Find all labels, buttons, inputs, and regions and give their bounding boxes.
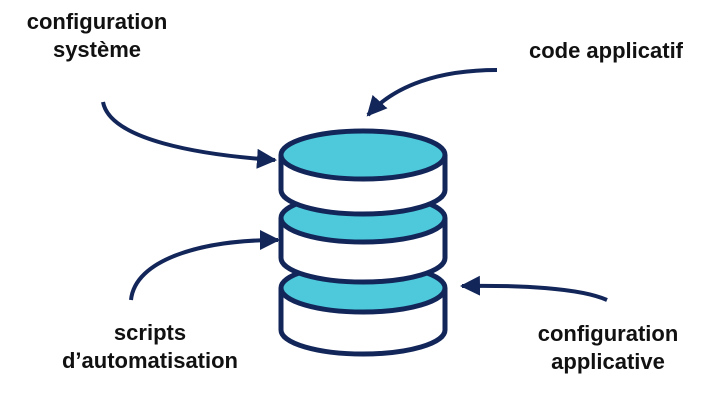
database-stack-icon xyxy=(278,128,448,357)
label-scripts: scripts d’automatisation xyxy=(50,319,250,375)
label-scripts-line2: d’automatisation xyxy=(61,348,238,373)
label-config-system-line2: système xyxy=(52,37,142,62)
label-code-app: code applicatif xyxy=(506,37,706,65)
label-config-system: configuration système xyxy=(12,8,182,64)
arrow-config-app xyxy=(460,275,608,302)
label-code-app-line1: code applicatif xyxy=(528,38,684,63)
database-layer-top xyxy=(278,128,448,217)
label-config-system-line1: configuration xyxy=(26,9,168,34)
label-scripts-line1: scripts xyxy=(113,320,187,345)
arrow-code-app xyxy=(366,68,498,117)
arrow-scripts xyxy=(129,230,280,301)
label-config-app-line2: applicative xyxy=(551,349,665,374)
arrow-config-system xyxy=(101,101,277,169)
label-config-app: configuration applicative xyxy=(513,320,703,376)
label-config-app-line1: configuration xyxy=(537,321,679,346)
